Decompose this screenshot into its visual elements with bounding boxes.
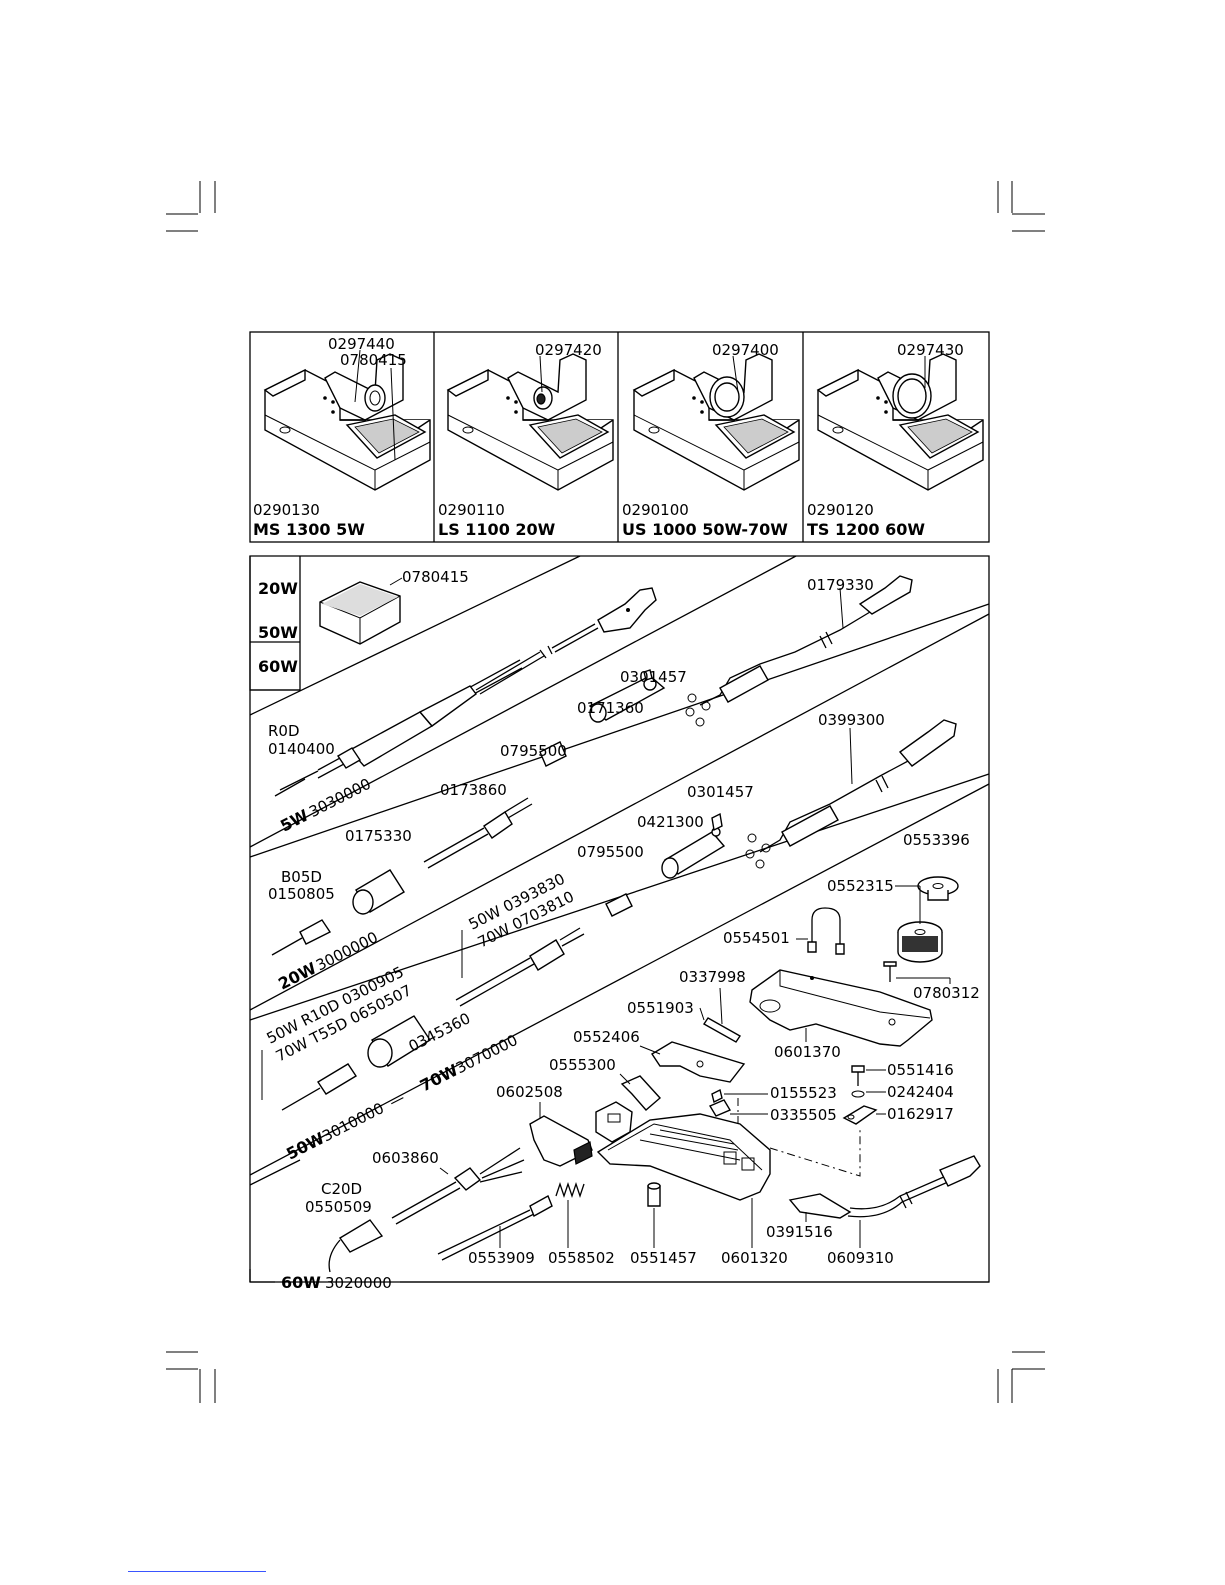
stand-ms1300: 0297440 0780415 0290130 MS 1300 5W [253,335,431,539]
switch: 0602508 [496,1083,563,1101]
screw-a: 0155523 [770,1084,837,1102]
stand-ts1200: 0297430 0290120 TS 1200 60W [807,341,984,539]
set-code-5w: 3030000 [306,775,374,821]
station-model: MS 1300 5W [253,520,365,539]
sponge-watt-20: 20W [258,579,298,598]
lower-shell: 0601320 [721,1249,788,1267]
station-top-code: 0297400 [712,341,779,359]
station-base-code: 0290130 [253,501,320,519]
station-base-code: 0290110 [438,501,505,519]
set-dash: — [386,1089,408,1112]
sleeve-60w: 0391516 [766,1223,833,1241]
block: 0335505 [770,1106,837,1124]
lever: 0552406 [573,1028,640,1046]
station-sponge-code: 0780415 [340,351,407,369]
sleeve-20w: 0171360 [577,699,644,717]
screw-50w: 0301457 [687,783,754,801]
station-model: US 1000 50W-70W [622,520,788,539]
sleeve-50w: 0421300 [637,813,704,831]
nut-20w: 0175330 [345,827,412,845]
tip-name-60w: C20D [321,1180,362,1198]
crop-marks [166,181,1045,1403]
screw-20w: 0301457 [620,668,687,686]
upper-shell: 0601370 [774,1043,841,1061]
slider: 0555300 [549,1056,616,1074]
set-code-60w: 3020000 [325,1274,392,1292]
cable-60w: 0609310 [827,1249,894,1267]
wire-bracket: 0554501 [723,929,790,947]
heater-20w: 0173860 [440,781,507,799]
tip-name-5w: R0D [268,722,300,740]
tip-code-20w: 0150805 [268,885,335,903]
reel: 0552315 [827,877,894,895]
station-top-code: 0297430 [897,341,964,359]
spring: 0558502 [548,1249,615,1267]
sponge-panel: 0780415 20W 50W 60W [258,568,469,676]
set-code-70w: 3070000 [453,1031,521,1077]
washer-b: 0242404 [887,1083,954,1101]
station-base-code: 0290120 [807,501,874,519]
spring-plate: 0551903 [627,999,694,1017]
watt-20w: 20W [275,958,320,993]
tip-code-5w: 0140400 [268,740,335,758]
station-model: LS 1100 20W [438,520,556,539]
station-top-code: 0297440 [328,335,395,353]
contact: 0337998 [679,968,746,986]
sponge-watt-60: 60W [258,657,298,676]
set-code-50w: 3010000 [319,1099,387,1145]
sponge-code: 0780415 [402,568,469,586]
footer-link-underline[interactable] [128,1571,266,1572]
rod: 0553909 [468,1249,535,1267]
plate-b: 0162917 [887,1105,954,1123]
watt-5w: 5W [277,805,312,835]
washer-top: 0553396 [903,831,970,849]
iron-section-frame [249,555,990,1283]
cable-50w: 0399300 [818,711,885,729]
pin: 0551457 [630,1249,697,1267]
station-top-code: 0297420 [535,341,602,359]
tip-code-60w: 0550509 [305,1198,372,1216]
heater-60w: 0603860 [372,1149,439,1167]
watt-60w: 60W [281,1273,321,1292]
iron-60w: 0553396 0552315 0554501 0780312 0601370 … [250,831,989,1292]
station-base-code: 0290100 [622,501,689,519]
stations-panel [249,331,990,543]
station-model: TS 1200 60W [807,520,925,539]
clip-50w: 0795500 [577,843,644,861]
screw-top: 0780312 [913,984,980,1002]
sponge-watt-50: 50W [258,623,298,642]
cable-20w: 0179330 [807,576,874,594]
screw-b: 0551416 [887,1061,954,1079]
stand-us1000: 0297400 0290100 US 1000 50W-70W [622,341,800,539]
clip-20w: 0795500 [500,742,567,760]
tip-name-20w: B05D [281,868,322,886]
stand-ls1100: 0297420 0290110 LS 1100 20W [438,341,614,539]
